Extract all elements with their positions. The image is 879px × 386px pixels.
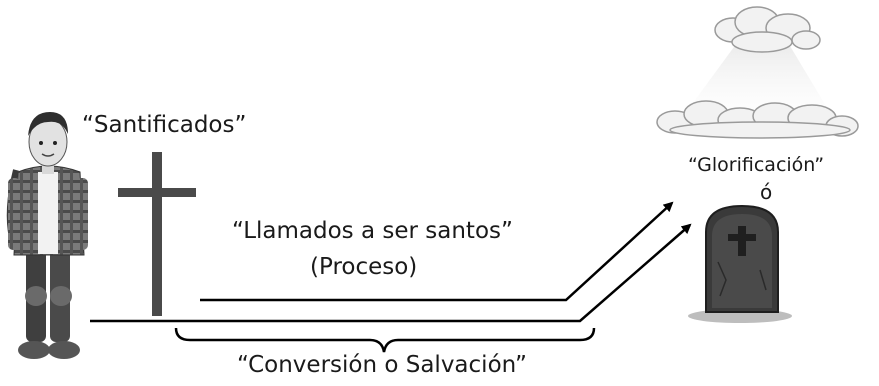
cross-icon	[118, 152, 196, 316]
person-icon	[6, 112, 88, 359]
clouds-icon	[656, 6, 859, 139]
o-label: ó	[760, 180, 773, 204]
process-arrow	[200, 201, 674, 302]
proceso-label: (Proceso)	[310, 254, 418, 280]
salvation-arrow	[90, 223, 692, 323]
tombstone-icon	[688, 204, 792, 323]
glorificacion-label: “Glorificación”	[688, 154, 825, 176]
conversion-brace	[174, 327, 596, 353]
santificados-label: “Santificados”	[82, 112, 247, 138]
llamados-label: “Llamados a ser santos”	[232, 218, 513, 244]
conversion-label: “Conversión o Salvación”	[237, 352, 527, 378]
